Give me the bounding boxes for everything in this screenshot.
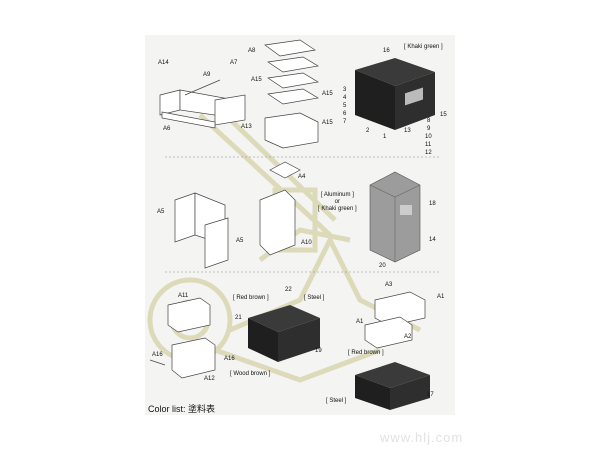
part-label: A13 [241,124,252,130]
callout-number: 6 [343,111,347,117]
paint-note-line: or [334,198,341,205]
callout-number: 1 [383,134,387,140]
part-label: A15 [322,120,333,126]
part-label: A8 [248,48,256,54]
callout-number: 7 [343,119,347,125]
paint-note-khaki-green: [ Khaki green ] [404,44,443,50]
callout-number: 17 [427,392,434,398]
part-label: A7 [230,60,238,66]
callout-number: 19 [315,348,322,354]
frame-assembly-top-left [159,79,246,129]
part-label: A16 [152,352,163,358]
callout-number: 11 [425,142,432,148]
callout-number: 2 [366,128,370,134]
cylinder-box-painted [369,171,421,263]
part-label: A15 [251,77,262,83]
part-label: A14 [158,60,169,66]
callout-number: 15 [440,112,447,118]
part-label: A4 [298,174,306,180]
crate-painted-middle [248,305,320,362]
callout-number: 8 [427,118,431,124]
callout-number: 22 [285,287,292,293]
frame-assembly-middle [174,161,301,269]
crate-painted-bottom [355,362,430,410]
paint-note-steel: [ Steel ] [326,398,347,404]
callout-number: 14 [429,237,436,243]
callout-number: 10 [425,134,432,140]
callout-number: 21 [235,315,242,321]
color-list-heading: Color list: 塗料表 [148,404,216,414]
exploded-stack-a15 [264,39,319,149]
callout-number: 3 [343,87,347,93]
part-label: A6 [163,126,171,132]
callout-number: 18 [429,201,436,207]
callout-number: 16 [383,48,390,54]
callout-number: 4 [343,95,347,101]
part-label: A11 [178,293,189,299]
part-label: A9 [203,72,211,78]
callout-number: 20 [379,263,386,269]
part-label: A5 [236,238,244,244]
callout-number: 5 [343,103,347,109]
paint-note-steel: [ Steel ] [304,295,325,301]
part-label: A1 [356,319,364,325]
part-label: A15 [322,91,333,97]
part-label: A1 [437,294,445,300]
part-label: A5 [157,209,165,215]
part-label: A10 [301,240,312,246]
frame-assembly-bottom-left [149,297,216,379]
part-label: A12 [204,376,215,382]
paint-note-red-brown: [ Red brown ] [233,295,269,301]
paint-note-red-brown: [ Red brown ] [348,350,384,356]
crate-painted-top [355,58,435,130]
part-label: A3 [385,282,393,288]
callout-number: 9 [427,126,431,132]
part-label: A16 [224,356,235,362]
callout-number: 12 [425,150,432,156]
watermark: www.hlj.com [380,430,464,445]
paint-note-line: [ Aluminum ] [320,192,354,198]
section-dividers [165,156,440,273]
frame-assembly-bottom-right [364,291,426,349]
callout-number: 13 [404,128,411,134]
paint-note-aluminum: [ Aluminum ] or [ Khaki green ] [318,192,357,213]
part-label: A2 [404,334,412,340]
paint-note-line: [ Khaki green ] [318,205,357,212]
paint-note-wood-brown: [ Wood brown ] [230,371,271,377]
